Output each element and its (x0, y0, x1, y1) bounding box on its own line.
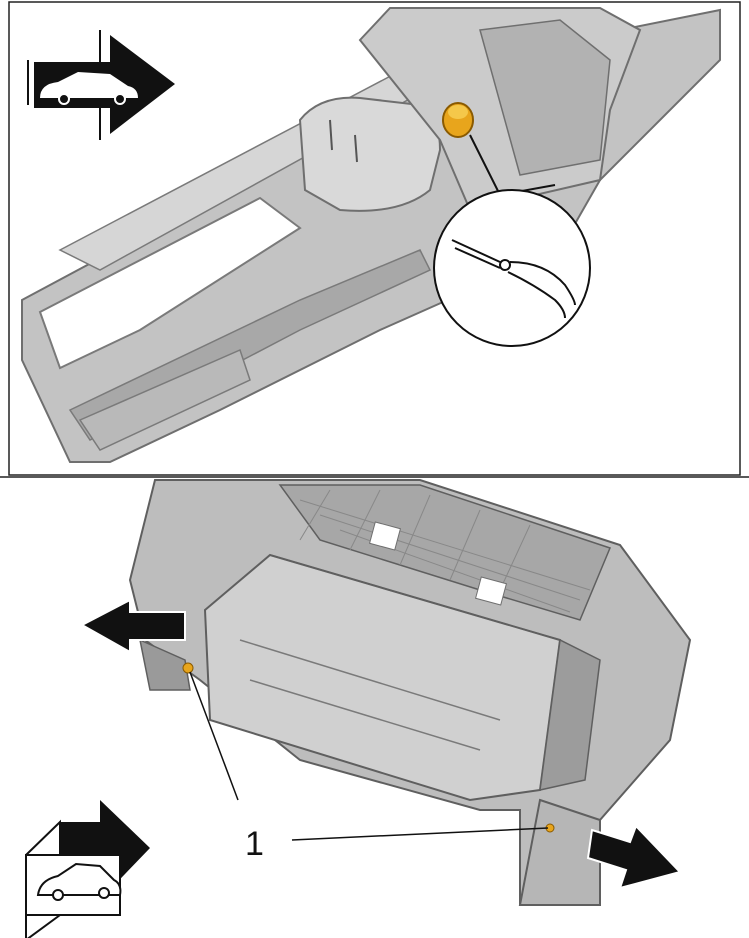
callout-leader-left (189, 671, 239, 801)
callout-circle (433, 189, 591, 347)
clip-icon (442, 102, 474, 138)
callout-label: 1 (245, 825, 264, 863)
bracket-opening (38, 196, 302, 370)
bottom-panel: 1 (0, 476, 749, 938)
car-direction-arrow-icon (27, 30, 175, 140)
housing-right-leg (518, 798, 601, 906)
callout-leader-right (291, 827, 549, 841)
car-icon (40, 72, 138, 105)
bracket-part (21, 7, 721, 463)
housing-box-ridge (239, 639, 501, 751)
pull-arrow-icon (586, 824, 682, 890)
housing-tab-right (474, 576, 508, 606)
callout-1: 1 (189, 671, 549, 863)
pliers-icon (451, 239, 576, 319)
top-panel-frame (8, 1, 741, 476)
car-icon-bottom (36, 862, 122, 901)
top-panel (8, 1, 741, 476)
housing-left-mount (138, 638, 191, 691)
housing-tab-left (368, 521, 402, 551)
bracket-block-slot (329, 119, 358, 163)
housing-grid-top (278, 484, 612, 621)
clip-left-icon (182, 662, 194, 674)
tool-callout (433, 134, 591, 347)
housing-part (128, 479, 692, 906)
push-arrow-icon (79, 598, 186, 654)
bracket-tower-face (479, 19, 611, 176)
car-direction-arrow-bottom-icon (25, 800, 150, 938)
housing-box-face (269, 554, 601, 791)
housing-grid-lines (299, 489, 591, 613)
bracket-foot (78, 348, 251, 451)
